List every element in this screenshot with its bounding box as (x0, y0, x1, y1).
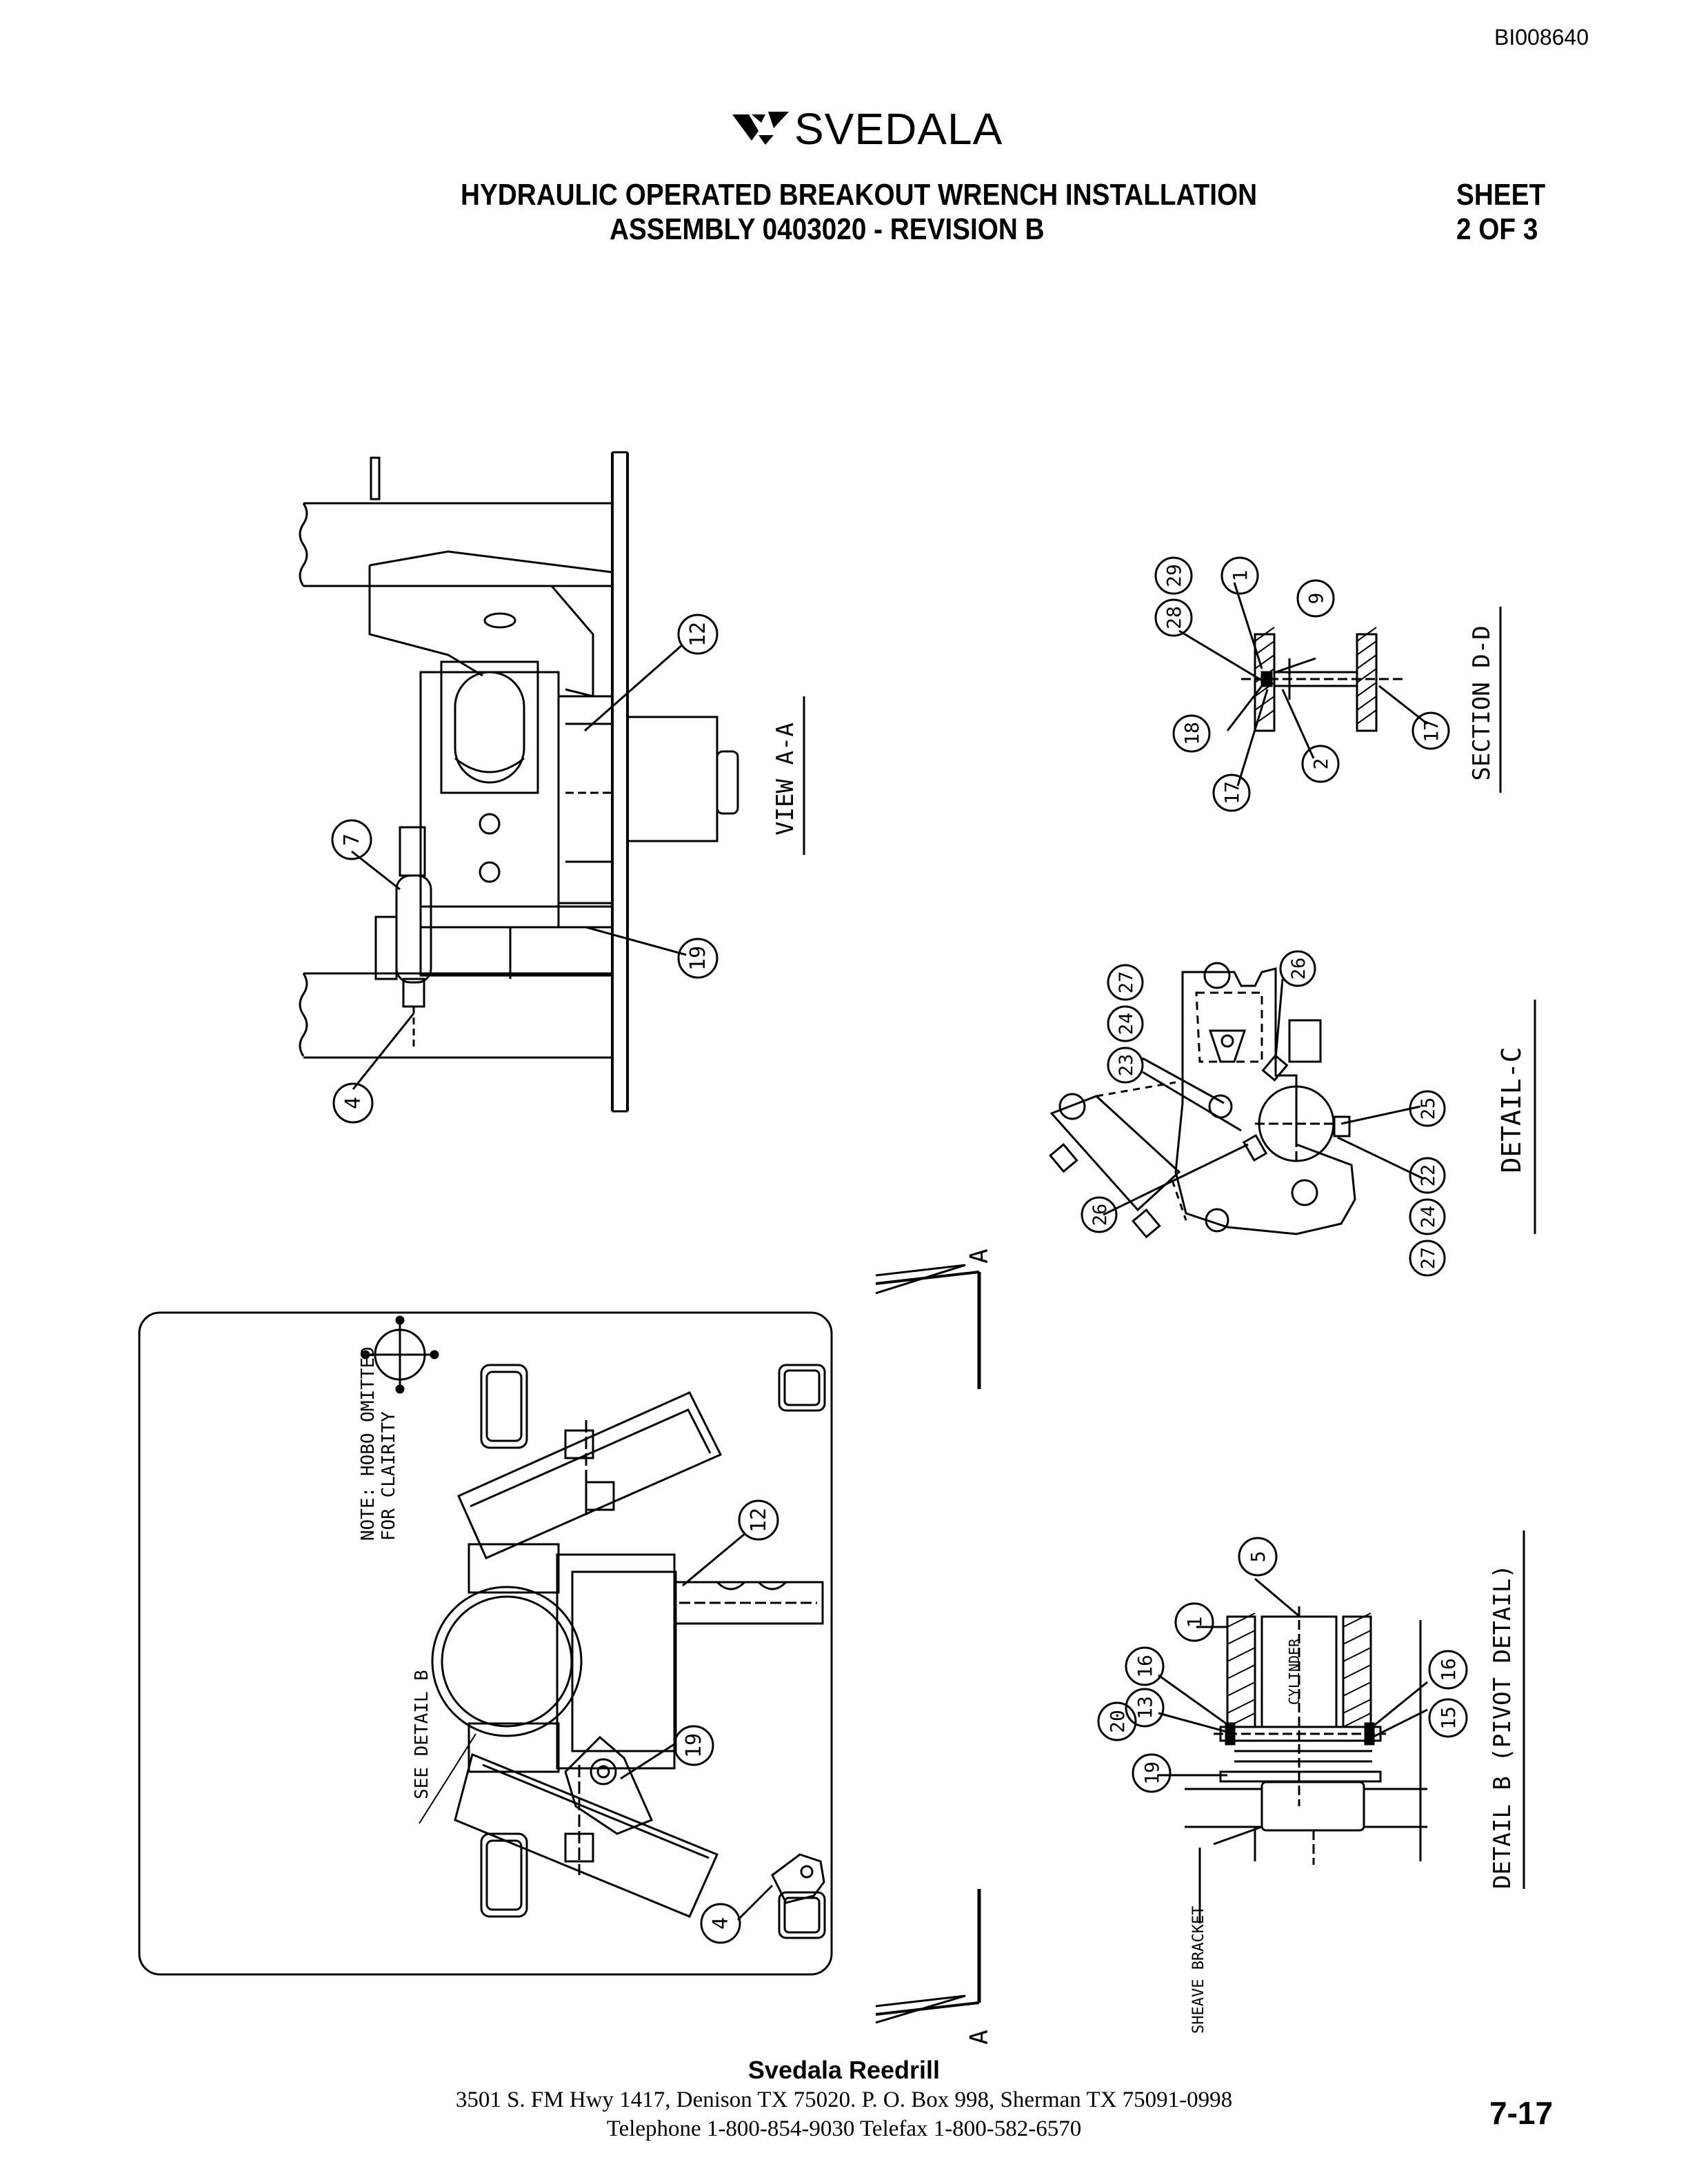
balloon-19-plan: 19 (682, 1733, 706, 1758)
balloon-1-b: 1 (1183, 1617, 1206, 1628)
plan-view (138, 1311, 833, 1976)
detail-c (1049, 962, 1425, 1239)
balloon-16-left: 16 (1134, 1655, 1156, 1678)
sheet-label: SHEET (1456, 178, 1546, 212)
balloon-1-d: 1 (1229, 570, 1252, 582)
section-arrows (875, 1264, 981, 2024)
balloon-4-plan: 4 (709, 1917, 733, 1930)
balloon-4-a: 4 (341, 1097, 365, 1109)
page-number: 7-17 (1489, 2095, 1554, 2131)
balloon-22: 22 (1418, 1164, 1439, 1187)
balloon-17-right: 17 (1420, 719, 1443, 742)
section-arrow-a-top: A (965, 1248, 994, 1264)
view-a-a-callouts (351, 643, 687, 1090)
balloon-26-bottom: 26 (1089, 1204, 1111, 1226)
balloon-13: 13 (1134, 1696, 1156, 1719)
balloon-9: 9 (1305, 593, 1327, 605)
section-d-d-balloons (1154, 556, 1450, 812)
balloon-12-a: 12 (686, 622, 710, 647)
section-d-d (1178, 582, 1428, 787)
note-line-2: FOR CLAIRITY (379, 1411, 399, 1541)
balloon-24-bottom: 24 (1418, 1206, 1439, 1228)
view-a-a-label: VIEW A-A (772, 722, 799, 836)
balloon-26-top: 26 (1288, 958, 1309, 980)
balloon-27-top: 27 (1116, 971, 1137, 994)
balloon-19-a: 19 (686, 946, 710, 971)
detail-b-balloons (1097, 1537, 1468, 1793)
logo-text: SVEDALA (794, 104, 1003, 154)
section-arrow-a-bottom: A (965, 2030, 994, 2045)
balloon-17-left: 17 (1220, 781, 1243, 805)
balloon-5: 5 (1247, 1551, 1269, 1563)
balloon-19-b: 19 (1141, 1761, 1163, 1785)
balloon-23: 23 (1116, 1054, 1137, 1077)
detail-b (1158, 1577, 1428, 1865)
cylinder-label: CYLINDER (1286, 1638, 1303, 1705)
sheet-number: 2 OF 3 (1456, 212, 1538, 246)
svedala-logo-mark (732, 112, 789, 145)
svedala-logo: SVEDALA (731, 103, 1007, 154)
company-address: 3501 S. FM Hwy 1417, Denison TX 75020. P… (455, 2087, 1233, 2112)
balloon-7: 7 (340, 833, 364, 846)
note-line-1: NOTE: HOBO OMITTED (358, 1346, 379, 1541)
section-d-d-label: SECTION D-D (1468, 625, 1496, 780)
detail-c-label: DETAIL-C (1496, 1046, 1527, 1173)
document-id: BI008640 (1494, 25, 1589, 50)
balloon-18: 18 (1180, 722, 1203, 745)
view-a-a-balloons (331, 614, 719, 1124)
balloon-29: 29 (1163, 564, 1185, 587)
balloon-27-bottom: 27 (1418, 1247, 1439, 1270)
view-a-a (299, 451, 739, 1113)
plan-balloons (673, 1499, 779, 1944)
balloon-25: 25 (1418, 1098, 1439, 1120)
balloon-2: 2 (1309, 758, 1332, 770)
company-name: Svedala Reedrill (747, 2056, 941, 2084)
sheave-bracket-label: SHEAVE BRACKET (1190, 1906, 1207, 2034)
detail-c-balloons (1081, 950, 1446, 1277)
drawing-title: HYDRAULIC OPERATED BREAKOUT WRENCH INSTA… (461, 178, 1258, 212)
detail-b-label: DETAIL B (PIVOT DETAIL) (1489, 1564, 1516, 1889)
company-phone: Telephone 1-800-854-9030 Telefax 1-800-5… (606, 2116, 1082, 2141)
balloon-24-top: 24 (1116, 1013, 1137, 1035)
drawing-subtitle: ASSEMBLY 0403020 - REVISION B (610, 212, 1045, 246)
balloon-15: 15 (1437, 1706, 1460, 1730)
balloon-20: 20 (1106, 1710, 1129, 1733)
balloon-28: 28 (1163, 606, 1185, 629)
balloon-16-right: 16 (1437, 1658, 1460, 1681)
balloon-12-plan: 12 (747, 1508, 771, 1533)
see-detail-b-note: SEE DETAIL B (412, 1670, 432, 1799)
